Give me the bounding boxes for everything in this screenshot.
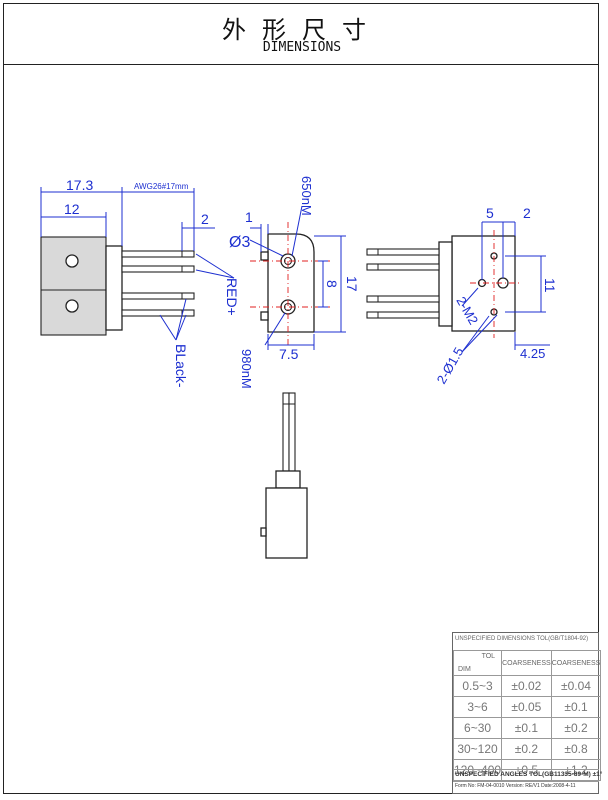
dim-5: 5 <box>486 205 494 221</box>
dim-980nm: 980nM <box>239 349 254 389</box>
front-view <box>249 205 346 350</box>
label-red: RED+ <box>224 278 240 316</box>
dim-17: 17 <box>344 276 360 292</box>
rear-view <box>366 221 550 353</box>
dim-650nm: 650nM <box>299 176 314 216</box>
tol-a: ±0.2 <box>501 738 552 760</box>
tol-dim: 6~30 <box>452 717 503 739</box>
table-row: 30~120 ±0.2 ±0.8 <box>452 738 602 760</box>
dim-4-25: 4.25 <box>520 346 545 361</box>
form-number: Form No: FM-04-0010 Version: RE/V1 Date:… <box>455 783 576 789</box>
dim-12: 12 <box>64 201 80 217</box>
front-tab-bottom <box>260 311 269 321</box>
tol-dim: 0.5~3 <box>452 675 503 697</box>
tol-a: ±0.5 <box>501 759 552 781</box>
front-body <box>267 233 315 333</box>
header-divider <box>3 64 599 65</box>
rear-lead-3 <box>366 295 440 303</box>
lead-4 <box>121 309 195 317</box>
tol-a: ±0.1 <box>501 717 552 739</box>
lead-1 <box>121 250 195 258</box>
side-neck <box>105 245 123 331</box>
bottom-lead-1 <box>282 392 290 472</box>
tol-label: TOL <box>481 653 496 660</box>
coarseness-col-2: COARSENESS <box>550 650 602 676</box>
tol-dim: 120~400 <box>452 759 503 781</box>
tol-b: ±1.2 <box>550 759 602 781</box>
table-row: 0.5~3 ±0.02 ±0.04 <box>452 675 602 697</box>
tol-a: ±0.02 <box>501 675 552 697</box>
coarseness-col-1: COARSENESS <box>501 650 552 676</box>
table-row: 6~30 ±0.1 ±0.2 <box>452 717 602 739</box>
tol-b: ±0.1 <box>550 696 602 718</box>
tol-b: ±0.8 <box>550 738 602 760</box>
dim-awg: AWG26#17mm <box>134 182 189 191</box>
tolerance-table: UNSPECIFIED DIMENSIONS TOL(GB/T1804-92) … <box>452 632 603 794</box>
bottom-lead-2 <box>288 392 296 472</box>
tol-b: ±0.2 <box>550 717 602 739</box>
tol-dim: 3~6 <box>452 696 503 718</box>
dim-2-left: 2 <box>201 211 209 227</box>
bottom-neck <box>275 470 301 489</box>
tol-dim-cell: TOL DIM <box>452 650 503 676</box>
tol-b: ±0.04 <box>550 675 602 697</box>
bottom-body <box>265 487 308 559</box>
bottom-view <box>260 392 308 559</box>
bottom-tab <box>260 527 267 537</box>
dim-7-5: 7.5 <box>279 346 299 362</box>
title-english: DIMENSIONS <box>262 40 342 55</box>
table-row: 3~6 ±0.05 ±0.1 <box>452 696 602 718</box>
dim-17-3: 17.3 <box>66 177 93 193</box>
lead-2 <box>121 265 195 273</box>
tol-a: ±0.05 <box>501 696 552 718</box>
dim-11: 11 <box>542 278 558 293</box>
table-row: 120~400 ±0.5 ±1.2 <box>452 759 602 781</box>
tolerance-head-row: TOL DIM COARSENESS COARSENESS <box>452 650 602 676</box>
rear-neck <box>438 241 453 327</box>
dim-1: 1 <box>245 209 253 225</box>
rear-lead-1 <box>366 248 440 256</box>
rear-lead-2 <box>366 263 440 271</box>
dim-2-phi1-5: 2-Ø1.5 <box>434 345 467 387</box>
dim-8: 8 <box>324 280 340 288</box>
front-tab-top <box>260 251 269 261</box>
dim-phi3: Ø3 <box>229 234 250 251</box>
tolerance-grid: TOL DIM COARSENESS COARSENESS 0.5~3 ±0.0… <box>452 650 602 781</box>
label-black: BLack- <box>173 344 189 388</box>
angles-note: UNSPECIFIED ANGLES TOL(GB11335-89-M) ±1° <box>455 771 603 778</box>
tol-dim: 30~120 <box>452 738 503 760</box>
sheet-border <box>3 3 599 794</box>
title-chinese: 外形尺寸 <box>222 16 382 44</box>
side-view <box>40 187 235 341</box>
rear-lead-4 <box>366 311 440 319</box>
tolerance-header: UNSPECIFIED DIMENSIONS TOL(GB/T1804-92) <box>455 636 589 642</box>
lead-3 <box>121 292 195 300</box>
side-hole-top <box>65 254 79 268</box>
dim-2-right: 2 <box>523 205 531 221</box>
dim-label: DIM <box>458 666 471 673</box>
side-body <box>40 236 107 336</box>
side-hole-bottom <box>65 299 79 313</box>
